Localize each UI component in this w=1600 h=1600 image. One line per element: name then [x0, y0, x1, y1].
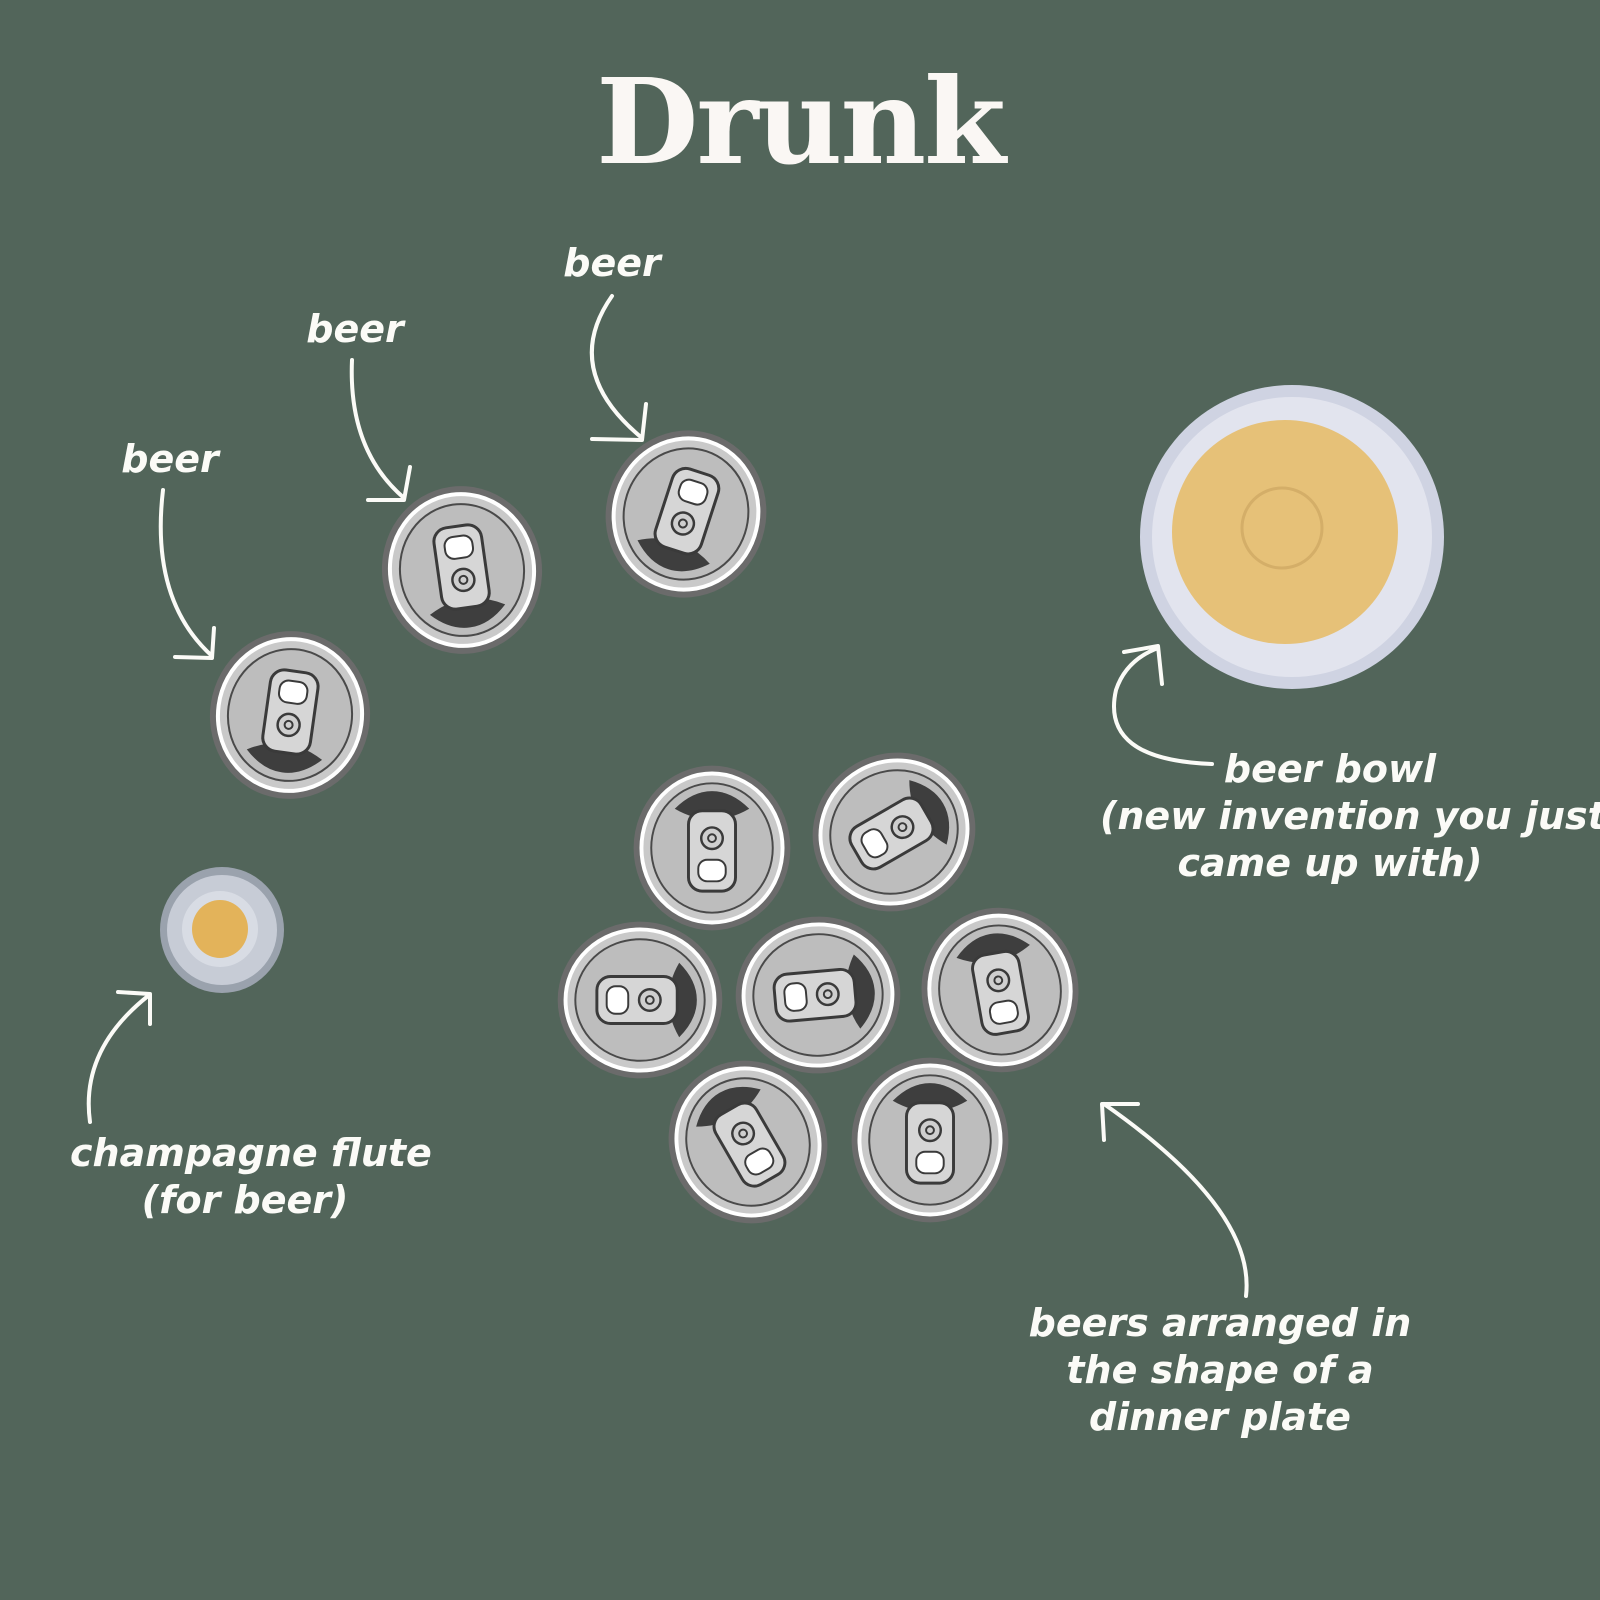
- label-champagne-flute-line-2: (for beer): [141, 1178, 349, 1222]
- label-beer-2: beer: [306, 307, 404, 351]
- arrow-beer-2: [349, 358, 412, 502]
- arrow-champagne-flute: [86, 990, 152, 1124]
- arrow-beer-3: [589, 294, 648, 442]
- label-beer-bowl-line-3: came up with): [1177, 841, 1483, 885]
- beer-bowl: [1140, 385, 1444, 689]
- label-beer-plate: beers arranged in the shape of a dinner …: [1020, 1300, 1420, 1441]
- beer-can-2: [369, 473, 555, 667]
- label-beer-3: beer: [563, 241, 661, 285]
- arrow-beer-1: [158, 488, 216, 660]
- label-champagne-flute: champagne flute (for beer): [70, 1130, 432, 1224]
- label-beer-bowl-line-1: beer bowl: [1223, 747, 1437, 791]
- label-beer-plate-line-2: the shape of a: [1066, 1348, 1374, 1392]
- label-beer-bowl-line-2: (new invention you just: [1100, 794, 1600, 838]
- arrow-beer-plate: [1100, 1102, 1249, 1298]
- beer-can-plate-group: [555, 720, 1094, 1255]
- label-beer-bowl: beer bowl (new invention you just came u…: [1100, 746, 1600, 887]
- page-title: Drunk: [596, 52, 1006, 191]
- label-beer-plate-line-1: beers arranged in: [1028, 1301, 1412, 1345]
- arrow-beer-bowl: [1112, 644, 1214, 766]
- label-beer-1: beer: [121, 437, 219, 481]
- label-beer-plate-line-3: dinner plate: [1089, 1395, 1351, 1439]
- beer-can-1: [197, 618, 383, 812]
- label-champagne-flute-line-1: champagne flute: [70, 1131, 432, 1175]
- champagne-flute: [160, 867, 284, 993]
